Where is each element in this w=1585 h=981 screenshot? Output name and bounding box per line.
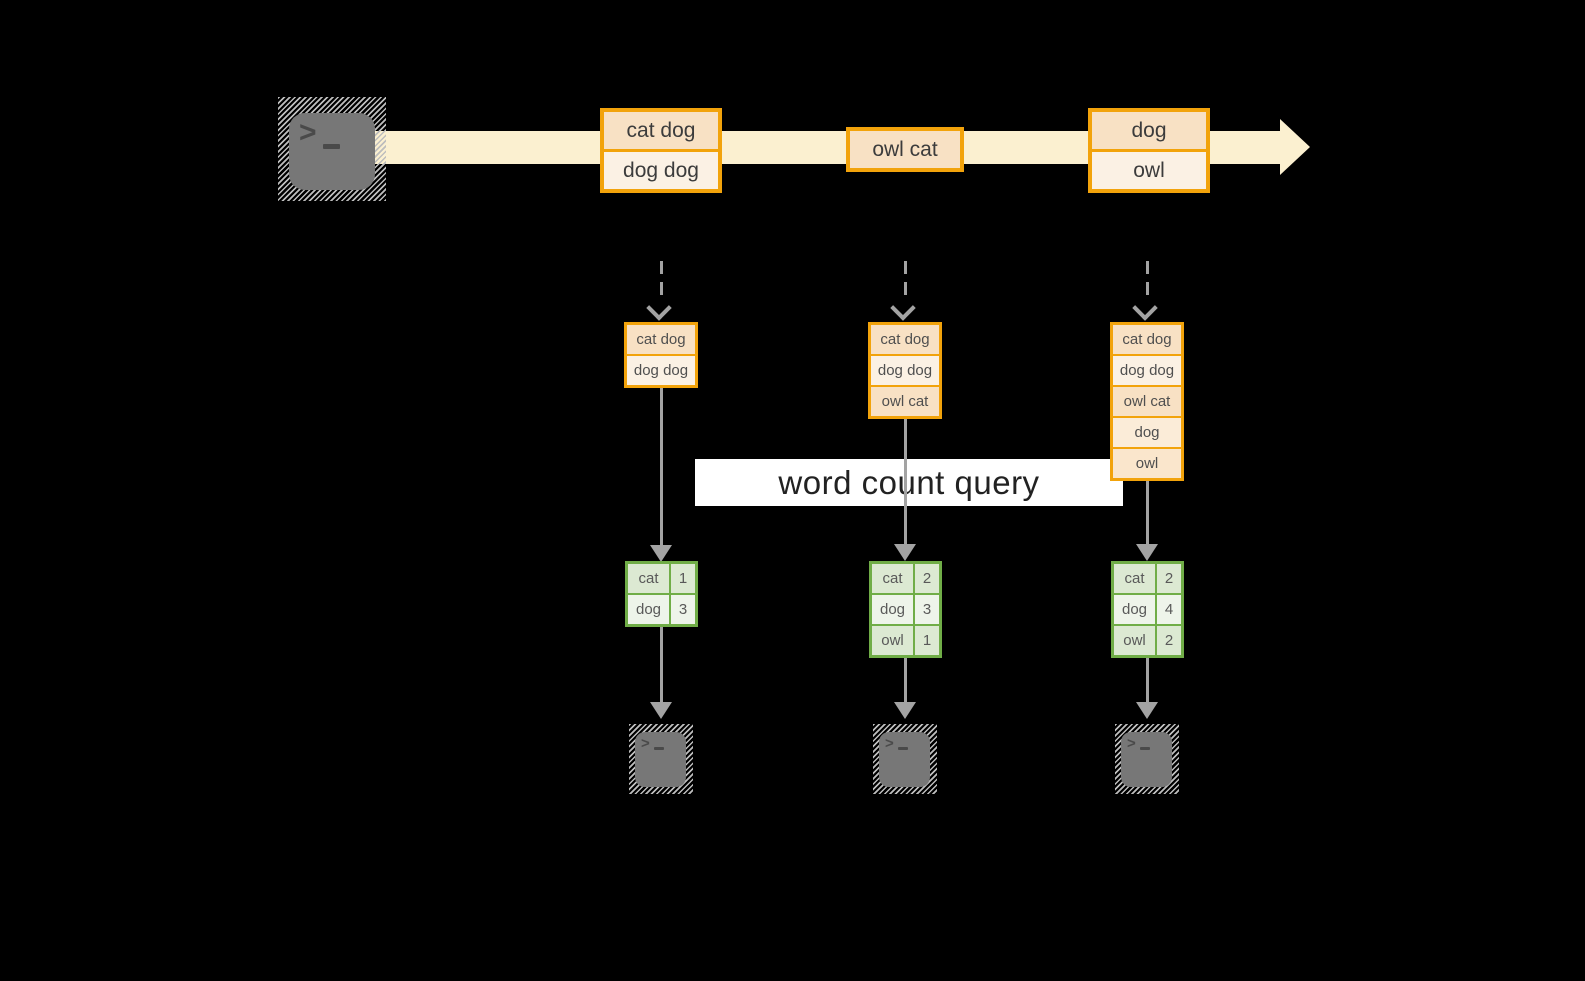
terminal-output-icon-col1: > xyxy=(629,724,693,794)
count-value: 3 xyxy=(915,595,939,624)
count-word: owl xyxy=(872,626,913,655)
count-word: dog xyxy=(872,595,913,624)
query-label: word count query xyxy=(778,464,1040,501)
stream-record-1: cat dog dog dog xyxy=(600,108,722,193)
prompt-cursor-icon xyxy=(898,747,908,750)
count-value: 3 xyxy=(671,595,695,624)
dashed-arrow-col2 xyxy=(904,261,907,301)
prompt-chevron-icon: > xyxy=(641,735,650,752)
dashed-arrowhead-col2 xyxy=(890,295,916,321)
prompt-cursor-icon xyxy=(323,144,340,149)
count-value: 2 xyxy=(915,564,939,593)
buffer-line: dog dog xyxy=(871,354,939,385)
buffer-line: dog dog xyxy=(627,354,695,385)
count-value: 1 xyxy=(671,564,695,593)
terminal-output-icon-col2: > xyxy=(873,724,937,794)
prompt-cursor-icon xyxy=(654,747,664,750)
query-arrow-col2 xyxy=(904,418,907,545)
buffer-line: owl cat xyxy=(1113,385,1181,416)
dashed-arrowhead-col3 xyxy=(1132,295,1158,321)
prompt-chevron-icon: > xyxy=(1127,735,1136,752)
count-value: 4 xyxy=(1157,595,1181,624)
count-value: 1 xyxy=(915,626,939,655)
count-word: cat xyxy=(872,564,913,593)
terminal-screen: > xyxy=(289,113,375,190)
output-arrowhead-col1 xyxy=(650,702,672,719)
buffer-stack-col3: cat dog dog dog owl cat dog owl xyxy=(1110,322,1184,481)
terminal-screen: > xyxy=(1121,732,1172,787)
prompt-chevron-icon: > xyxy=(885,735,894,752)
buffer-line: cat dog xyxy=(627,325,695,354)
count-word: dog xyxy=(628,595,669,624)
stream-record-line: owl cat xyxy=(850,131,960,168)
output-arrowhead-col2 xyxy=(894,702,916,719)
count-word: cat xyxy=(628,564,669,593)
count-word: cat xyxy=(1114,564,1155,593)
stream-record-line: dog xyxy=(1092,112,1206,149)
buffer-line: owl cat xyxy=(871,385,939,416)
stream-record-line: owl xyxy=(1092,149,1206,189)
dashed-arrow-col1 xyxy=(660,261,663,301)
output-arrow-col1 xyxy=(660,626,663,703)
terminal-screen: > xyxy=(879,732,930,787)
terminal-output-icon-col3: > xyxy=(1115,724,1179,794)
stream-record-line: dog dog xyxy=(604,149,718,189)
output-arrowhead-col3 xyxy=(1136,702,1158,719)
query-label-band: word count query xyxy=(695,459,1123,506)
terminal-source-icon: > xyxy=(278,97,386,201)
dashed-arrow-col3 xyxy=(1146,261,1149,301)
count-table-col2: cat 2 dog 3 owl 1 xyxy=(869,561,942,658)
stream-record-line: cat dog xyxy=(604,112,718,149)
buffer-line: cat dog xyxy=(871,325,939,354)
buffer-stack-col2: cat dog dog dog owl cat xyxy=(868,322,942,419)
query-arrowhead-col3 xyxy=(1136,544,1158,561)
count-word: owl xyxy=(1114,626,1155,655)
query-arrow-col3 xyxy=(1146,480,1149,545)
count-word: dog xyxy=(1114,595,1155,624)
buffer-line: dog dog xyxy=(1113,354,1181,385)
output-arrow-col2 xyxy=(904,656,907,703)
dashed-arrowhead-col1 xyxy=(646,295,672,321)
stream-arrowhead xyxy=(1280,119,1310,175)
query-arrowhead-col2 xyxy=(894,544,916,561)
prompt-chevron-icon: > xyxy=(299,116,317,149)
count-table-col1: cat 1 dog 3 xyxy=(625,561,698,627)
terminal-screen: > xyxy=(635,732,686,787)
stream-record-3: dog owl xyxy=(1088,108,1210,193)
buffer-line: cat dog xyxy=(1113,325,1181,354)
query-arrowhead-col1 xyxy=(650,545,672,562)
count-value: 2 xyxy=(1157,564,1181,593)
buffer-line: owl xyxy=(1113,447,1181,478)
query-arrow-col1 xyxy=(660,387,663,546)
count-value: 2 xyxy=(1157,626,1181,655)
output-arrow-col3 xyxy=(1146,656,1149,703)
stream-record-2: owl cat xyxy=(846,127,964,172)
buffer-line: dog xyxy=(1113,416,1181,447)
count-table-col3: cat 2 dog 4 owl 2 xyxy=(1111,561,1184,658)
buffer-stack-col1: cat dog dog dog xyxy=(624,322,698,388)
prompt-cursor-icon xyxy=(1140,747,1150,750)
